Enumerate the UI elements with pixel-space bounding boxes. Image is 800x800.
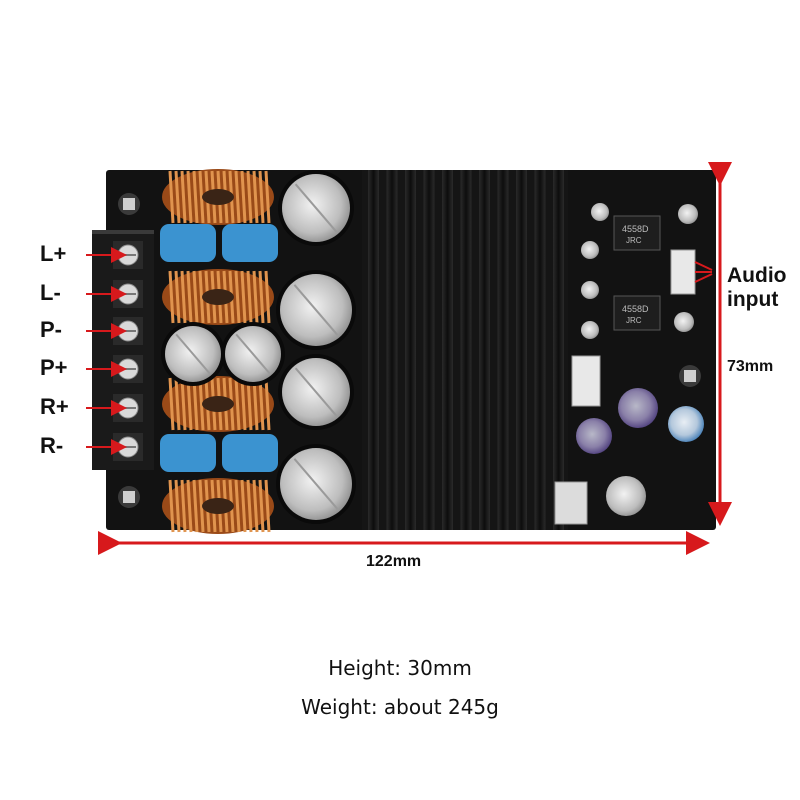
electrolytic-cap-2 (278, 354, 354, 430)
heatsink-fin-7 (497, 170, 509, 530)
chip1-marking: 4558D (622, 224, 649, 234)
heatsink-fin-9 (534, 170, 546, 530)
electrolytic-cap-4 (161, 322, 225, 386)
terminal-arrows (86, 247, 127, 455)
electrolytic-cap-5 (221, 322, 285, 386)
inductor-2 (162, 376, 274, 432)
audio-input-label: Audio input (727, 264, 786, 312)
width-dimension-label: 122mm (366, 553, 422, 570)
opamp-chips (613, 215, 661, 331)
terminal-label-1: L- (40, 280, 61, 305)
chip2-marking: 4558D (622, 304, 649, 314)
chip2-sub-marking: JRC (626, 316, 642, 325)
heatsink-fin-3 (423, 170, 435, 530)
terminal-label-5: R- (40, 433, 64, 458)
heatsink-fin-6 (479, 170, 490, 530)
inductor-1 (162, 269, 274, 325)
terminal-label-4: R+ (40, 394, 69, 419)
heatsink (362, 170, 568, 530)
height-spec: Height: 30mm (328, 656, 472, 680)
inductor-0 (162, 169, 274, 225)
heatsink-fin-8 (516, 170, 527, 530)
heatsink-fin-2 (405, 170, 416, 530)
audio-input-line2: input (727, 288, 779, 311)
toroid-inductors (162, 169, 274, 534)
terminal-label-2: P- (40, 317, 62, 342)
electrolytic-capacitors (161, 170, 356, 524)
heatsink-fin-1 (386, 170, 398, 530)
weight-spec: Weight: about 245g (301, 695, 499, 719)
heatsink-fin-5 (460, 170, 472, 530)
inductor-3 (162, 478, 274, 534)
heatsink-fin-4 (442, 170, 453, 530)
audio-input-line1: Audio (727, 264, 787, 287)
terminal-label-0: L+ (40, 241, 67, 266)
height-dimension-label: 73mm (727, 358, 774, 375)
electrolytic-cap-1 (276, 270, 356, 350)
terminal-label-3: P+ (40, 355, 68, 380)
chip1-sub-marking: JRC (626, 236, 642, 245)
film-capacitors (160, 224, 278, 472)
heatsink-fin-10 (553, 170, 564, 530)
electrolytic-cap-3 (276, 444, 356, 524)
electrolytic-cap-0 (278, 170, 354, 246)
terminal-block (92, 230, 154, 470)
heatsink-fin-0 (368, 170, 379, 530)
mounting-holes (118, 193, 701, 508)
